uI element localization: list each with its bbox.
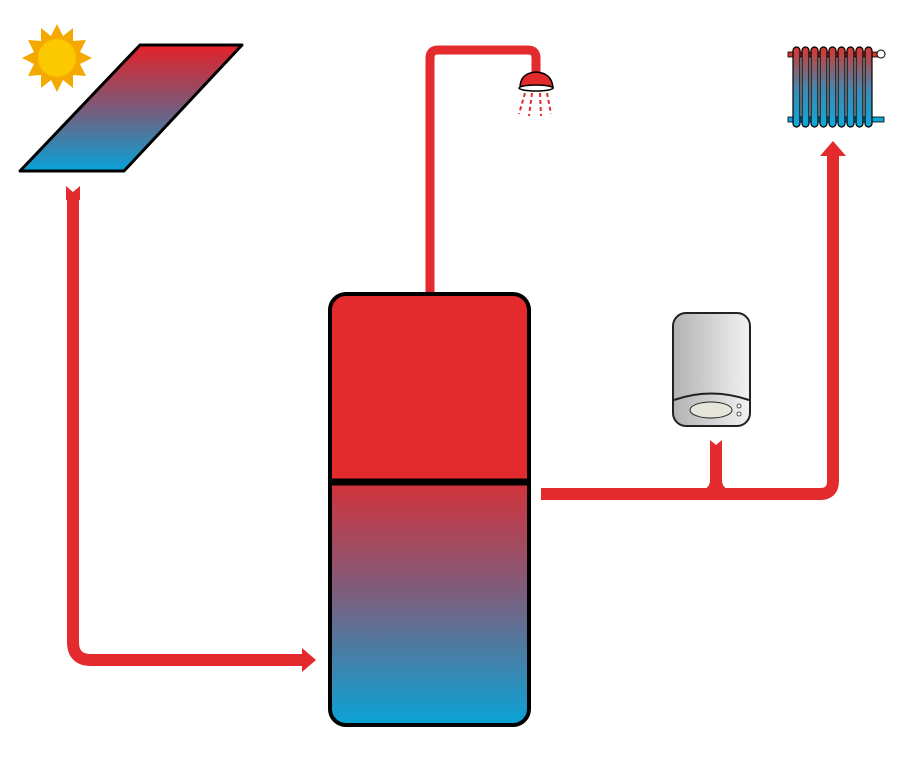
shower-icon	[518, 71, 554, 117]
pipe-collector-to-tank	[66, 186, 316, 672]
radiator-valve-icon	[876, 49, 886, 59]
arrow-up-to-radiator-icon	[820, 141, 846, 156]
wall-boiler-icon	[672, 312, 751, 427]
boiler-knob	[736, 411, 742, 417]
radiator-icon	[787, 46, 886, 128]
boiler-knob	[736, 403, 742, 409]
arrow-into-tank-icon	[302, 648, 316, 672]
tank-hot-zone	[330, 294, 529, 482]
water-spray	[518, 92, 552, 117]
pipe-boiler-branch	[702, 440, 730, 490]
pipe-inlet-notch	[66, 186, 80, 200]
tank-outline	[328, 292, 531, 727]
storage-tank	[328, 292, 531, 727]
pipe-tank-to-radiator	[541, 141, 846, 500]
solar-collector-icon	[18, 43, 244, 173]
sun-icon	[22, 24, 92, 92]
boiler-display	[689, 401, 733, 419]
pipe-tank-to-shower	[425, 45, 541, 295]
tank-stratified-zone	[330, 482, 529, 725]
